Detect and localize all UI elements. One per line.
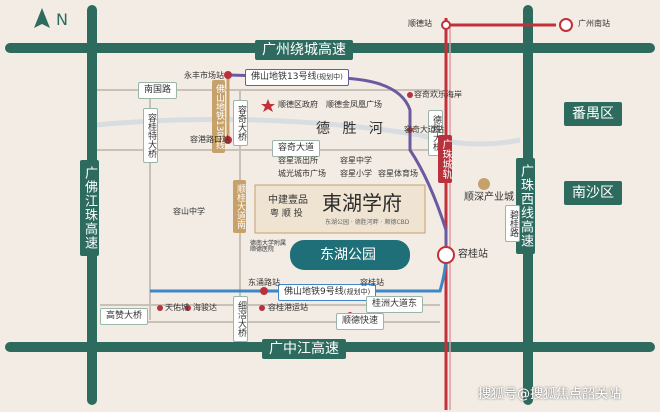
road-label-shunde-express: 顺德快速	[336, 313, 385, 330]
station-guangzhou-south: 广州南站	[578, 19, 610, 28]
station-dongyong: 东涌路站	[248, 278, 280, 287]
poi-hospital: 德南大学附属顺德医院	[250, 240, 287, 253]
metro-line13-branch-label: 佛山地铁13号线	[212, 80, 225, 154]
metro-line9-label: 佛山地铁9号线(规划中)	[278, 284, 377, 301]
poi-rz-stadium: 容星体育场	[378, 169, 418, 178]
industry-label: 顺深产业城	[464, 192, 514, 203]
project-name: 東湖学府	[322, 191, 402, 215]
poi-rs-middle: 容山中学	[173, 207, 205, 216]
poi-cg-plaza: 城光城市广场	[278, 169, 326, 178]
station-rongqi-huan: 容奇欢乐海岸	[414, 90, 462, 99]
station-tianyou: 天佑城	[165, 303, 189, 312]
district-panyu: 番禺区	[564, 102, 622, 126]
station-haijun: 海骏达	[193, 303, 217, 312]
project-subtitle: 东湖公园 · 德胜河畔 · 顺德CBD	[325, 219, 410, 226]
road-label-xijiao: 细滘大桥	[233, 296, 248, 342]
station-shunde: 顺德站	[408, 19, 432, 28]
poi-rz-primary: 容星小学	[340, 169, 372, 178]
station-yongfeng: 永丰市场站	[184, 71, 224, 80]
road-label-bigui: 碧桂路	[505, 205, 520, 242]
road-label-right: 广珠西线高速	[516, 158, 535, 254]
road-label-top: 广州绕城高速	[255, 40, 353, 60]
road-label-ronggui-bridge: 容桂特大桥	[143, 108, 158, 163]
compass-north-label: N	[56, 10, 68, 29]
poi-rz-middle: 容星中学	[340, 156, 372, 165]
road-label-shungui: 顺桂大道南	[233, 180, 246, 233]
road-label-nanguo: 南国路	[138, 82, 178, 99]
station-rongqi-lu: 容奇大道站	[404, 125, 444, 134]
watermark: 搜狐号@搜狐焦点韶关站	[478, 387, 622, 402]
station-guizhou: 桂洲大道东	[366, 296, 424, 313]
rail-label: 广珠城轨	[438, 135, 452, 183]
road-label-left: 广佛江珠高速	[80, 160, 99, 256]
road-label-rongqi-bridge: 容奇大桥	[233, 100, 248, 146]
metro-line13-label: 佛山地铁13号线(规划中)	[245, 69, 349, 86]
poi-gov: 顺德区政府	[278, 100, 318, 109]
project-developer: 粤 顺 投	[270, 209, 303, 219]
park-name: 东湖公园	[320, 247, 376, 263]
road-label-gaozan: 高赞大桥	[100, 308, 149, 325]
poi-police: 容星派出所	[278, 156, 318, 165]
poi-huanong: 顺德金凤凰广场	[326, 100, 382, 109]
station-ronggui-metro: 容桂站	[360, 278, 384, 287]
river-label: 德 胜 河	[316, 121, 387, 137]
station-ronggang: 容港路口站	[190, 135, 230, 144]
district-nansha: 南沙区	[564, 181, 622, 205]
station-ronggui-gang: 容桂港运站	[268, 303, 308, 312]
road-label-rongqi-ave: 容奇大道	[272, 140, 321, 157]
station-ronggui-rail: 容桂站	[458, 249, 488, 260]
project-brand: 中建壹品	[268, 195, 308, 206]
road-label-bottom: 广中江高速	[262, 339, 346, 359]
